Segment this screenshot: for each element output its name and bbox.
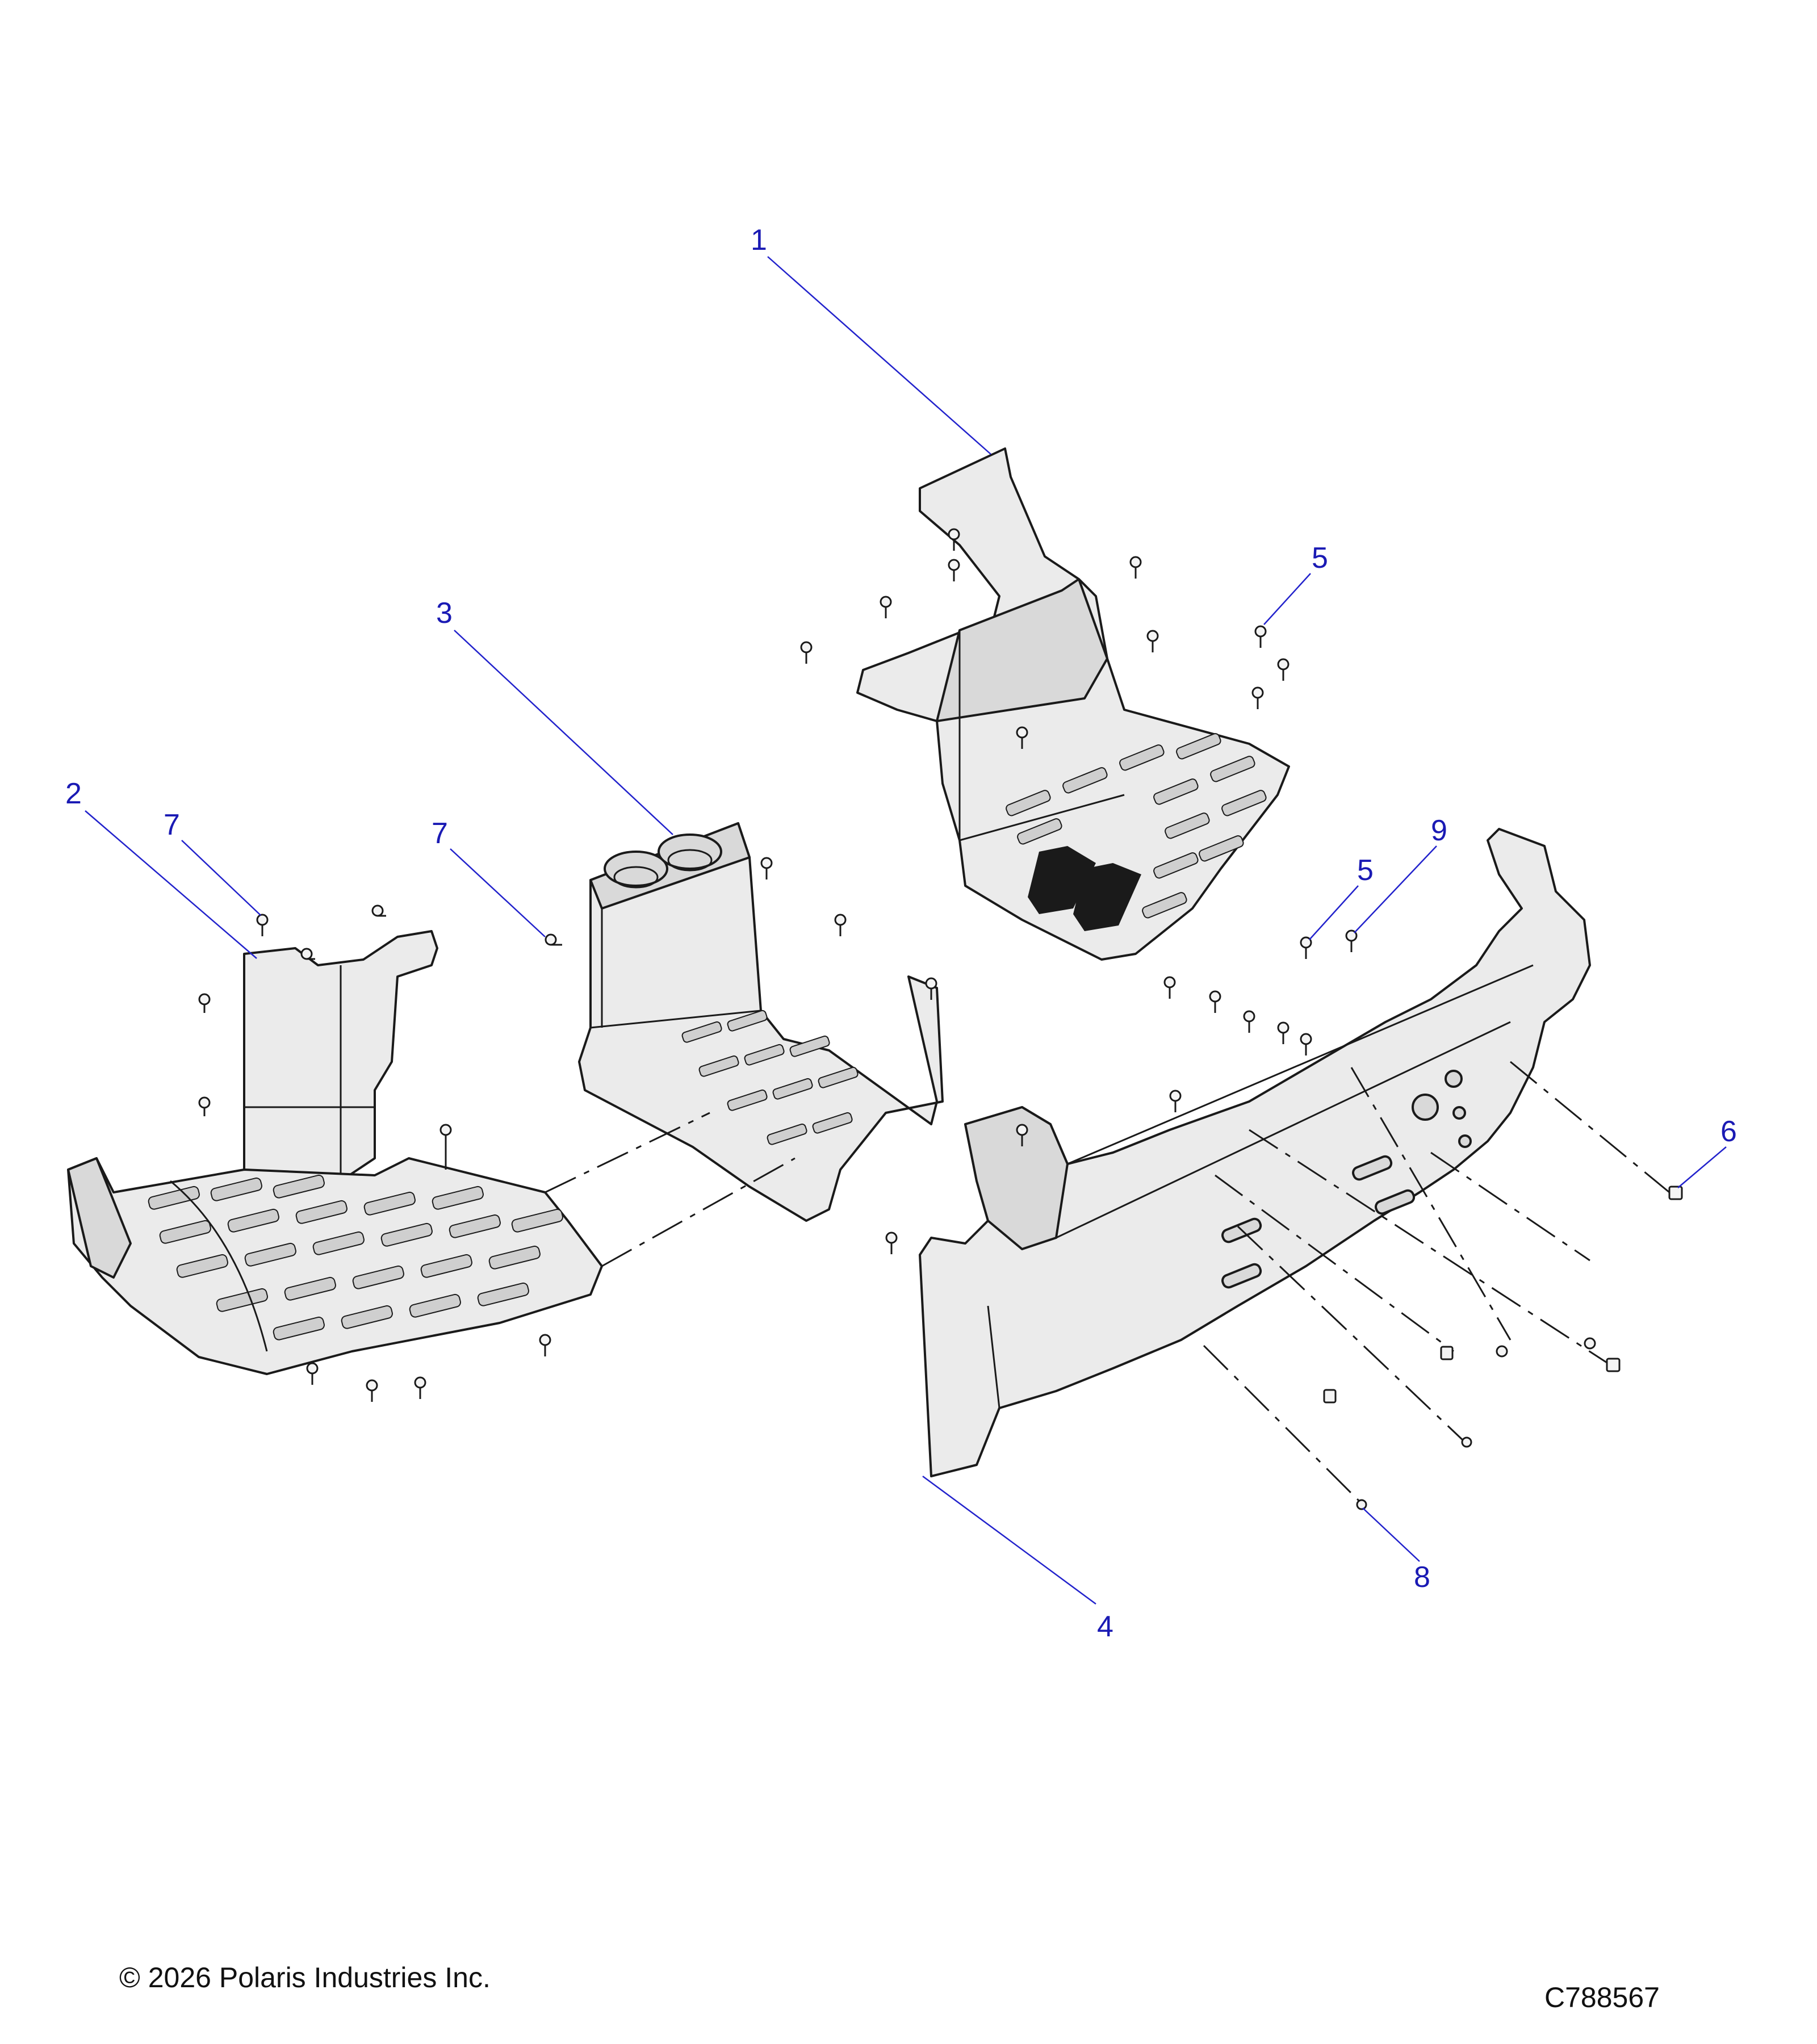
copyright-notice: © 2026 Polaris Industries Inc. <box>119 1962 491 1993</box>
part-3-center-console <box>578 822 944 1222</box>
screw-icon <box>1146 630 1159 652</box>
callout-7-center: 7 <box>432 817 448 850</box>
screw-icon <box>198 993 211 1013</box>
callout-4: 4 <box>1097 1610 1113 1643</box>
screw-icon <box>539 1334 551 1356</box>
screw-icon <box>545 933 562 946</box>
screw-icon <box>1345 929 1358 952</box>
screw-icon <box>885 1232 898 1254</box>
screw-icon <box>925 977 937 1000</box>
callout-6: 6 <box>1720 1115 1737 1148</box>
screw-icon <box>880 596 892 618</box>
screw-icon <box>439 1124 452 1170</box>
push-rivet-icon <box>1461 1436 1472 1448</box>
callout-8: 8 <box>1414 1561 1430 1594</box>
callout-2: 2 <box>65 777 82 810</box>
cup-holder-icon <box>604 851 668 887</box>
screw-icon <box>198 1096 211 1116</box>
screw-icon <box>1496 1345 1508 1358</box>
screw-icon <box>760 857 773 879</box>
callout-9: 9 <box>1431 814 1447 847</box>
screw-icon <box>1254 625 1267 648</box>
floor-grate-pattern-right <box>1006 733 1267 919</box>
screw-icon <box>1243 1010 1255 1033</box>
screw-icon <box>948 528 960 551</box>
screw-icon <box>1584 1337 1596 1350</box>
callout-5-lower: 5 <box>1357 854 1374 887</box>
floor-grate-pattern-console <box>681 1010 859 1145</box>
push-rivet-icon <box>1356 1499 1367 1510</box>
clip-nut-icon <box>1606 1358 1621 1372</box>
clip-nut-icon <box>1668 1186 1683 1200</box>
callout-7-left: 7 <box>164 809 180 841</box>
part-2-left-floor-pan <box>67 930 603 1375</box>
screw-icon <box>371 904 386 917</box>
screw-icon <box>1277 658 1290 681</box>
screw-icon <box>306 1362 319 1385</box>
footrest-pad-right <box>1073 863 1141 931</box>
screw-icon <box>1300 936 1312 959</box>
screw-icon <box>834 914 847 936</box>
clip-nut-icon <box>1323 1389 1337 1404</box>
part-4-firewall-panel <box>919 828 1591 1477</box>
screw-icon <box>414 1376 426 1399</box>
screw-icon <box>1277 1021 1290 1044</box>
callout-1: 1 <box>751 224 767 257</box>
screw-icon <box>1016 1124 1028 1146</box>
screw-icon <box>1163 976 1176 999</box>
screw-icon <box>800 641 813 664</box>
screw-icon <box>1251 686 1264 709</box>
callout-3: 3 <box>436 597 453 630</box>
screw-icon <box>1169 1090 1182 1112</box>
callout-labels: 1 2 3 4 5 5 6 7 7 8 9 <box>65 224 1737 1643</box>
screw-icon <box>366 1379 378 1402</box>
part-1-right-floor-pan <box>856 447 1290 961</box>
screw-icon <box>1129 556 1142 579</box>
callout-5-upper: 5 <box>1312 542 1328 575</box>
screw-icon <box>948 559 960 581</box>
fasteners <box>198 528 1683 1510</box>
screw-icon <box>1016 726 1028 749</box>
alignment-lines <box>545 1061 1670 1506</box>
screw-icon <box>256 914 269 936</box>
callout-leaders <box>85 256 1727 1605</box>
floor-grate-pattern-left <box>148 1174 563 1341</box>
screw-icon <box>1209 990 1221 1013</box>
clip-nut-icon <box>1440 1346 1454 1360</box>
screw-icon <box>300 948 315 960</box>
drawing-number: C788567 <box>1544 1982 1660 2013</box>
cup-holder-icon <box>658 833 722 870</box>
screw-icon <box>1300 1033 1312 1055</box>
